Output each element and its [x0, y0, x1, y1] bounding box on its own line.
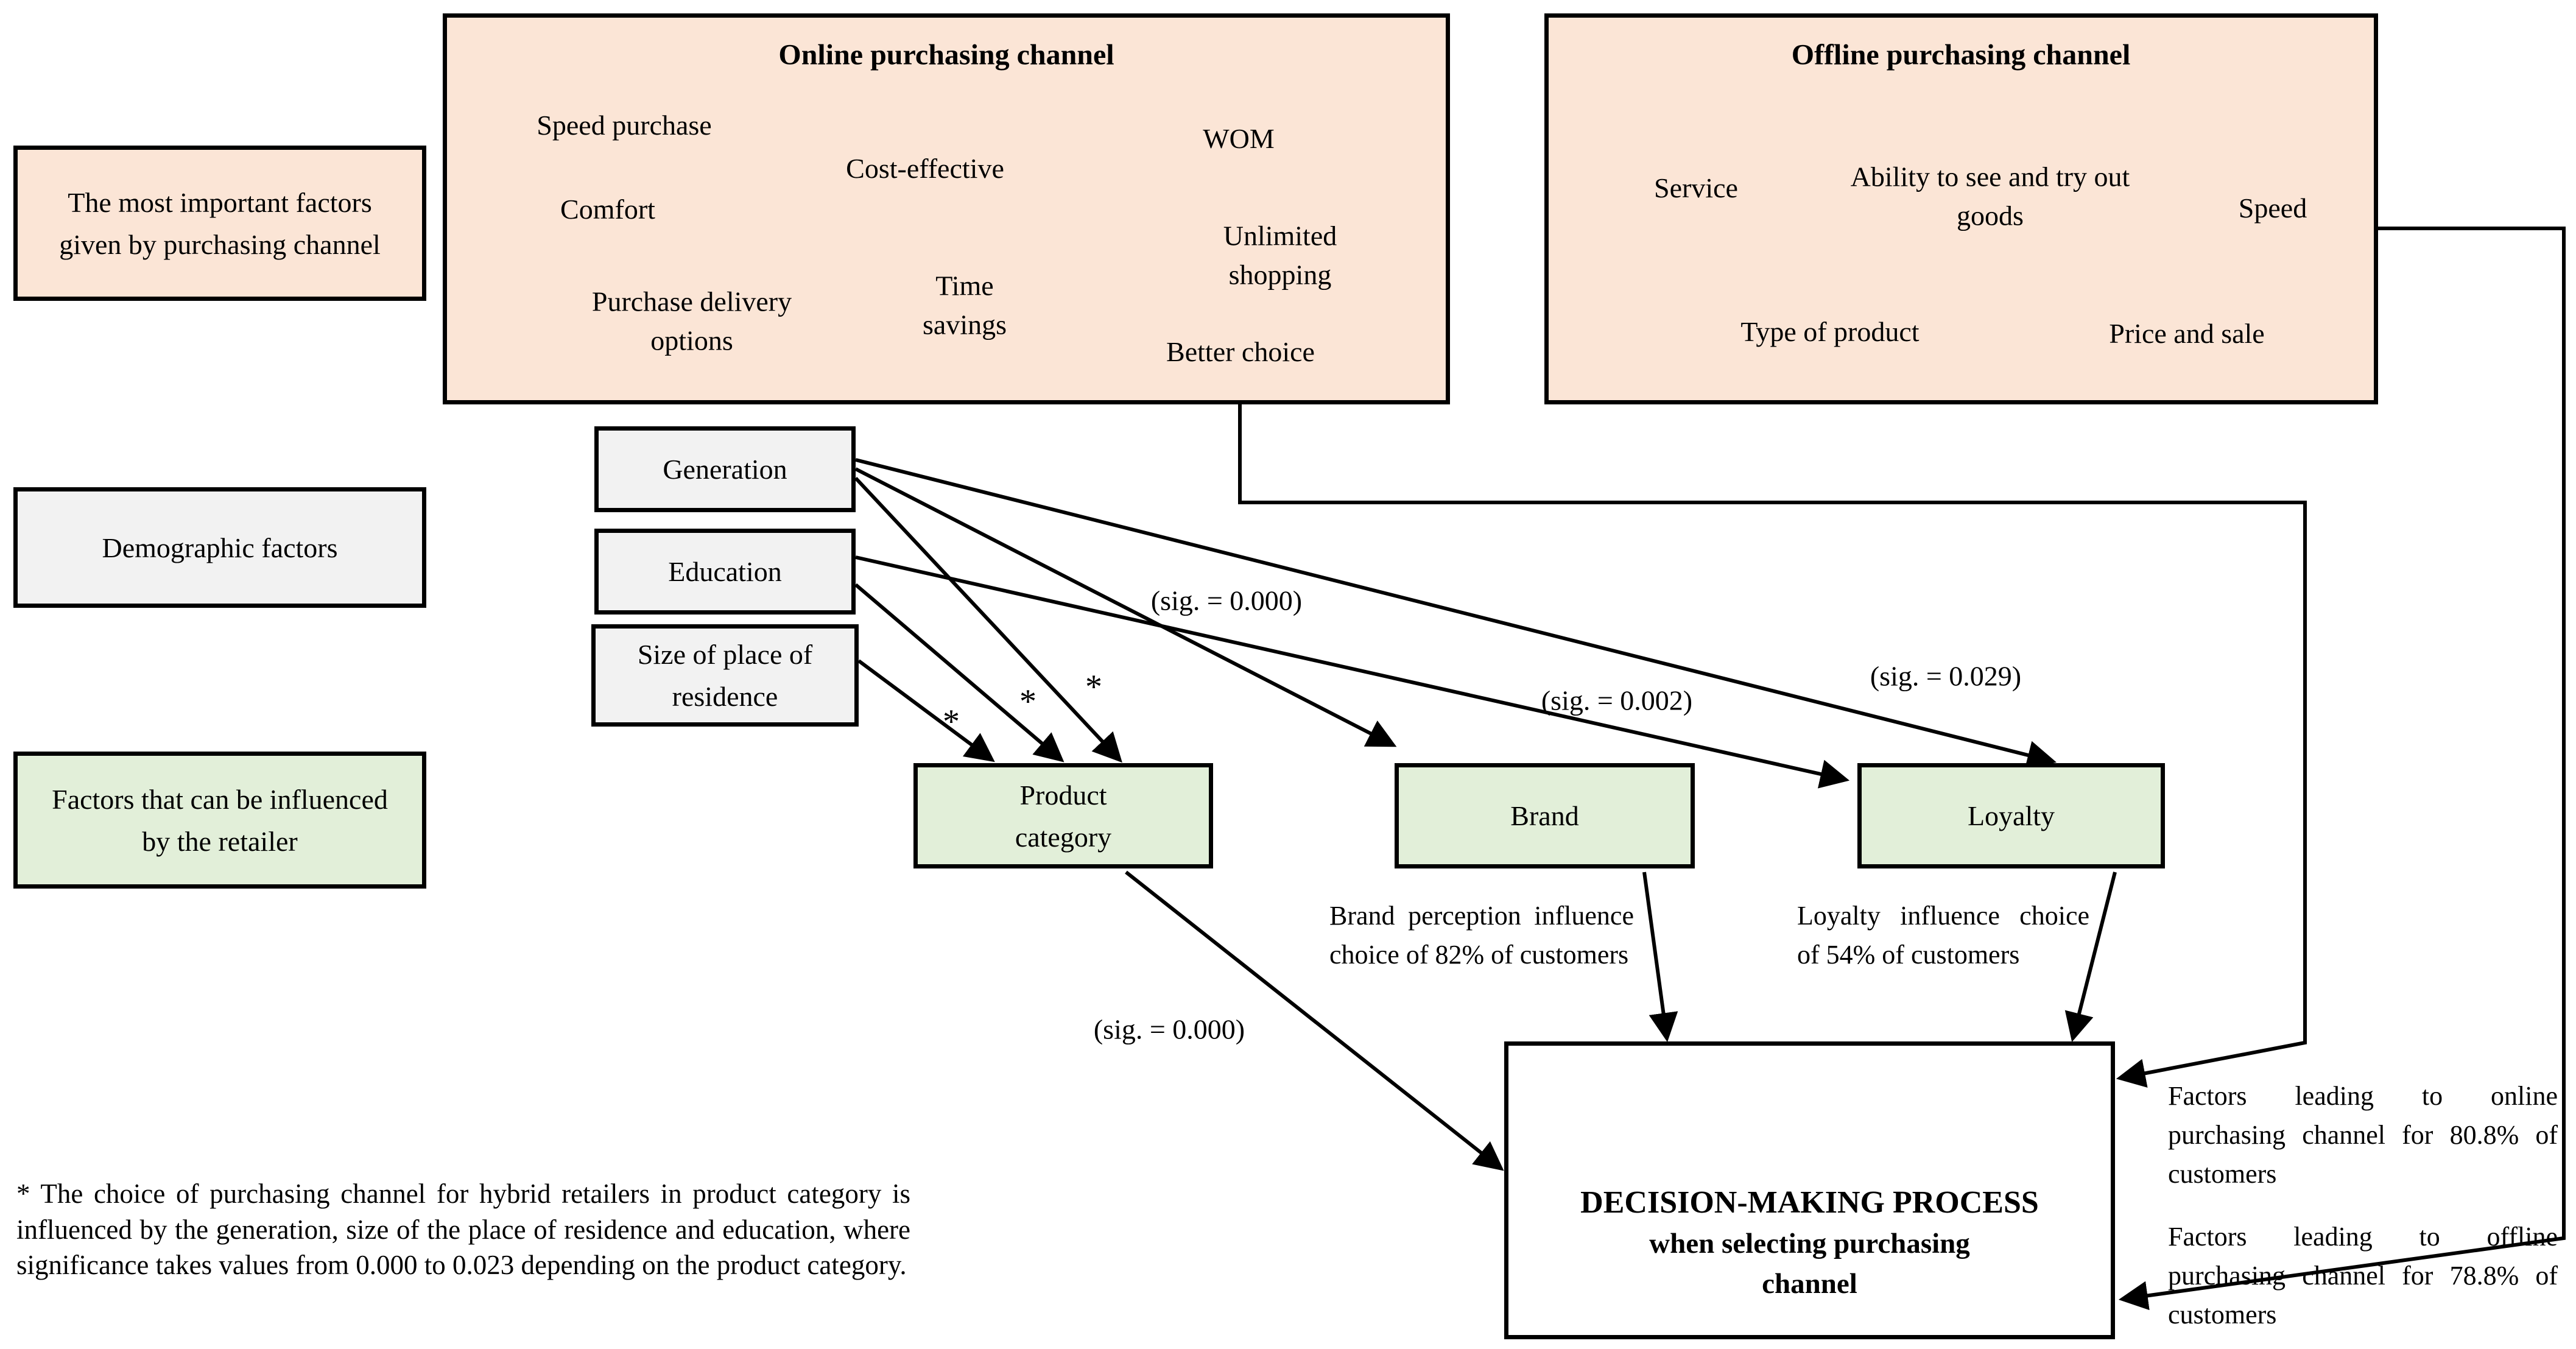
offline-channel-box — [1544, 13, 2378, 404]
offline-factor-speed: Speed — [2238, 192, 2307, 224]
legend-channel-factors-box: The most important factors given by purc… — [13, 146, 426, 301]
online-channel-title: Online purchasing channel — [778, 38, 1114, 71]
decision-box: DECISION-MAKING PROCESS when selecting p… — [1504, 1041, 2115, 1339]
product-category-box: Product category — [913, 763, 1213, 868]
generation-label: Generation — [663, 454, 787, 485]
generation-box: Generation — [594, 426, 856, 512]
brand-box: Brand — [1395, 763, 1695, 868]
offline-factor-type-of-product: Type of product — [1740, 315, 1920, 347]
legend-demographic-box: Demographic factors — [13, 487, 426, 608]
legend-retailer-box: Factors that can be influenced by the re… — [13, 752, 426, 889]
decision-subtitle: when selecting purchasing channel — [1649, 1228, 1970, 1300]
offline-channel-note: Factors leading to offline purchasing ch… — [2168, 1222, 2558, 1330]
decision-title: DECISION-MAKING PROCESS — [1580, 1185, 2039, 1220]
education-label: Education — [668, 556, 782, 587]
loyalty-label: Loyalty — [1967, 800, 2055, 831]
online-channel-box — [443, 13, 1450, 404]
online-factor-comfort: Comfort — [560, 193, 655, 225]
asterisk-generation-arrow: * — [1085, 668, 1102, 706]
online-factor-unlimited-shopping: Unlimited shopping — [1223, 220, 1337, 291]
online-factor-time-savings: Time savings — [923, 270, 1007, 340]
sig-label-generation-brand: (sig. = 0.000) — [1150, 585, 1303, 616]
arrow-education-to-loyalty — [855, 555, 1850, 789]
sig-label-education-loyalty: (sig. = 0.002) — [1541, 685, 1693, 716]
education-box: Education — [594, 529, 856, 615]
product-category-label: Product category — [1015, 779, 1112, 853]
connector-online-to-decision — [1238, 404, 2307, 1088]
arrow-size-to-product-category — [857, 659, 995, 763]
arrow-product-category-to-decision — [1125, 870, 1504, 1171]
offline-factor-service: Service — [1654, 172, 1738, 203]
brand-label: Brand — [1510, 800, 1579, 831]
offline-channel-title: Offline purchasing channel — [1791, 38, 2131, 71]
residence-size-box: Size of place of residence — [591, 624, 859, 727]
residence-size-label: Size of place of residence — [637, 639, 813, 712]
legend-demographic-label: Demographic factors — [102, 532, 338, 563]
offline-factor-price-and-sale: Price and sale — [2109, 317, 2265, 349]
online-factor-speed-purchase: Speed purchase — [537, 109, 712, 141]
online-factor-cost-effective: Cost-effective — [846, 152, 1004, 184]
asterisk-size-arrow: * — [943, 703, 960, 741]
online-factor-purchase-delivery-options: Purchase delivery options — [591, 286, 792, 356]
sig-label-product-category-decision: (sig. = 0.000) — [1093, 1013, 1245, 1045]
arrow-loyalty-to-decision — [2064, 872, 2117, 1042]
online-factor-better-choice: Better choice — [1166, 336, 1315, 367]
arrow-generation-to-loyalty — [855, 458, 2057, 770]
loyalty-box: Loyalty — [1857, 763, 2165, 868]
legend-retailer-label: Factors that can be influenced by the re… — [52, 783, 388, 857]
legend-channel-factors-label: The most important factors given by purc… — [59, 186, 381, 260]
offline-factor-ability-to-see: Ability to see and try out goods — [1850, 161, 2130, 231]
arrow-generation-to-product-category — [854, 476, 1122, 763]
brand-influence-note: Brand perception influence choice of 82%… — [1329, 901, 1634, 970]
arrow-generation-to-brand — [854, 467, 1397, 747]
arrow-brand-to-decision — [1642, 872, 1678, 1043]
online-factor-wom: WOM — [1203, 122, 1275, 154]
loyalty-influence-note: Loyalty influence choice of 54% of custo… — [1797, 901, 2089, 970]
arrow-education-to-product-category — [854, 583, 1065, 763]
connector-offline-to-decision — [2118, 227, 2566, 1311]
sig-label-generation-loyalty: (sig. = 0.029) — [1870, 660, 2022, 692]
footnote: * The choice of purchasing channel for h… — [16, 1178, 910, 1280]
online-channel-note: Factors leading to online purchasing cha… — [2168, 1081, 2558, 1189]
asterisk-education-arrow: * — [1019, 683, 1036, 720]
